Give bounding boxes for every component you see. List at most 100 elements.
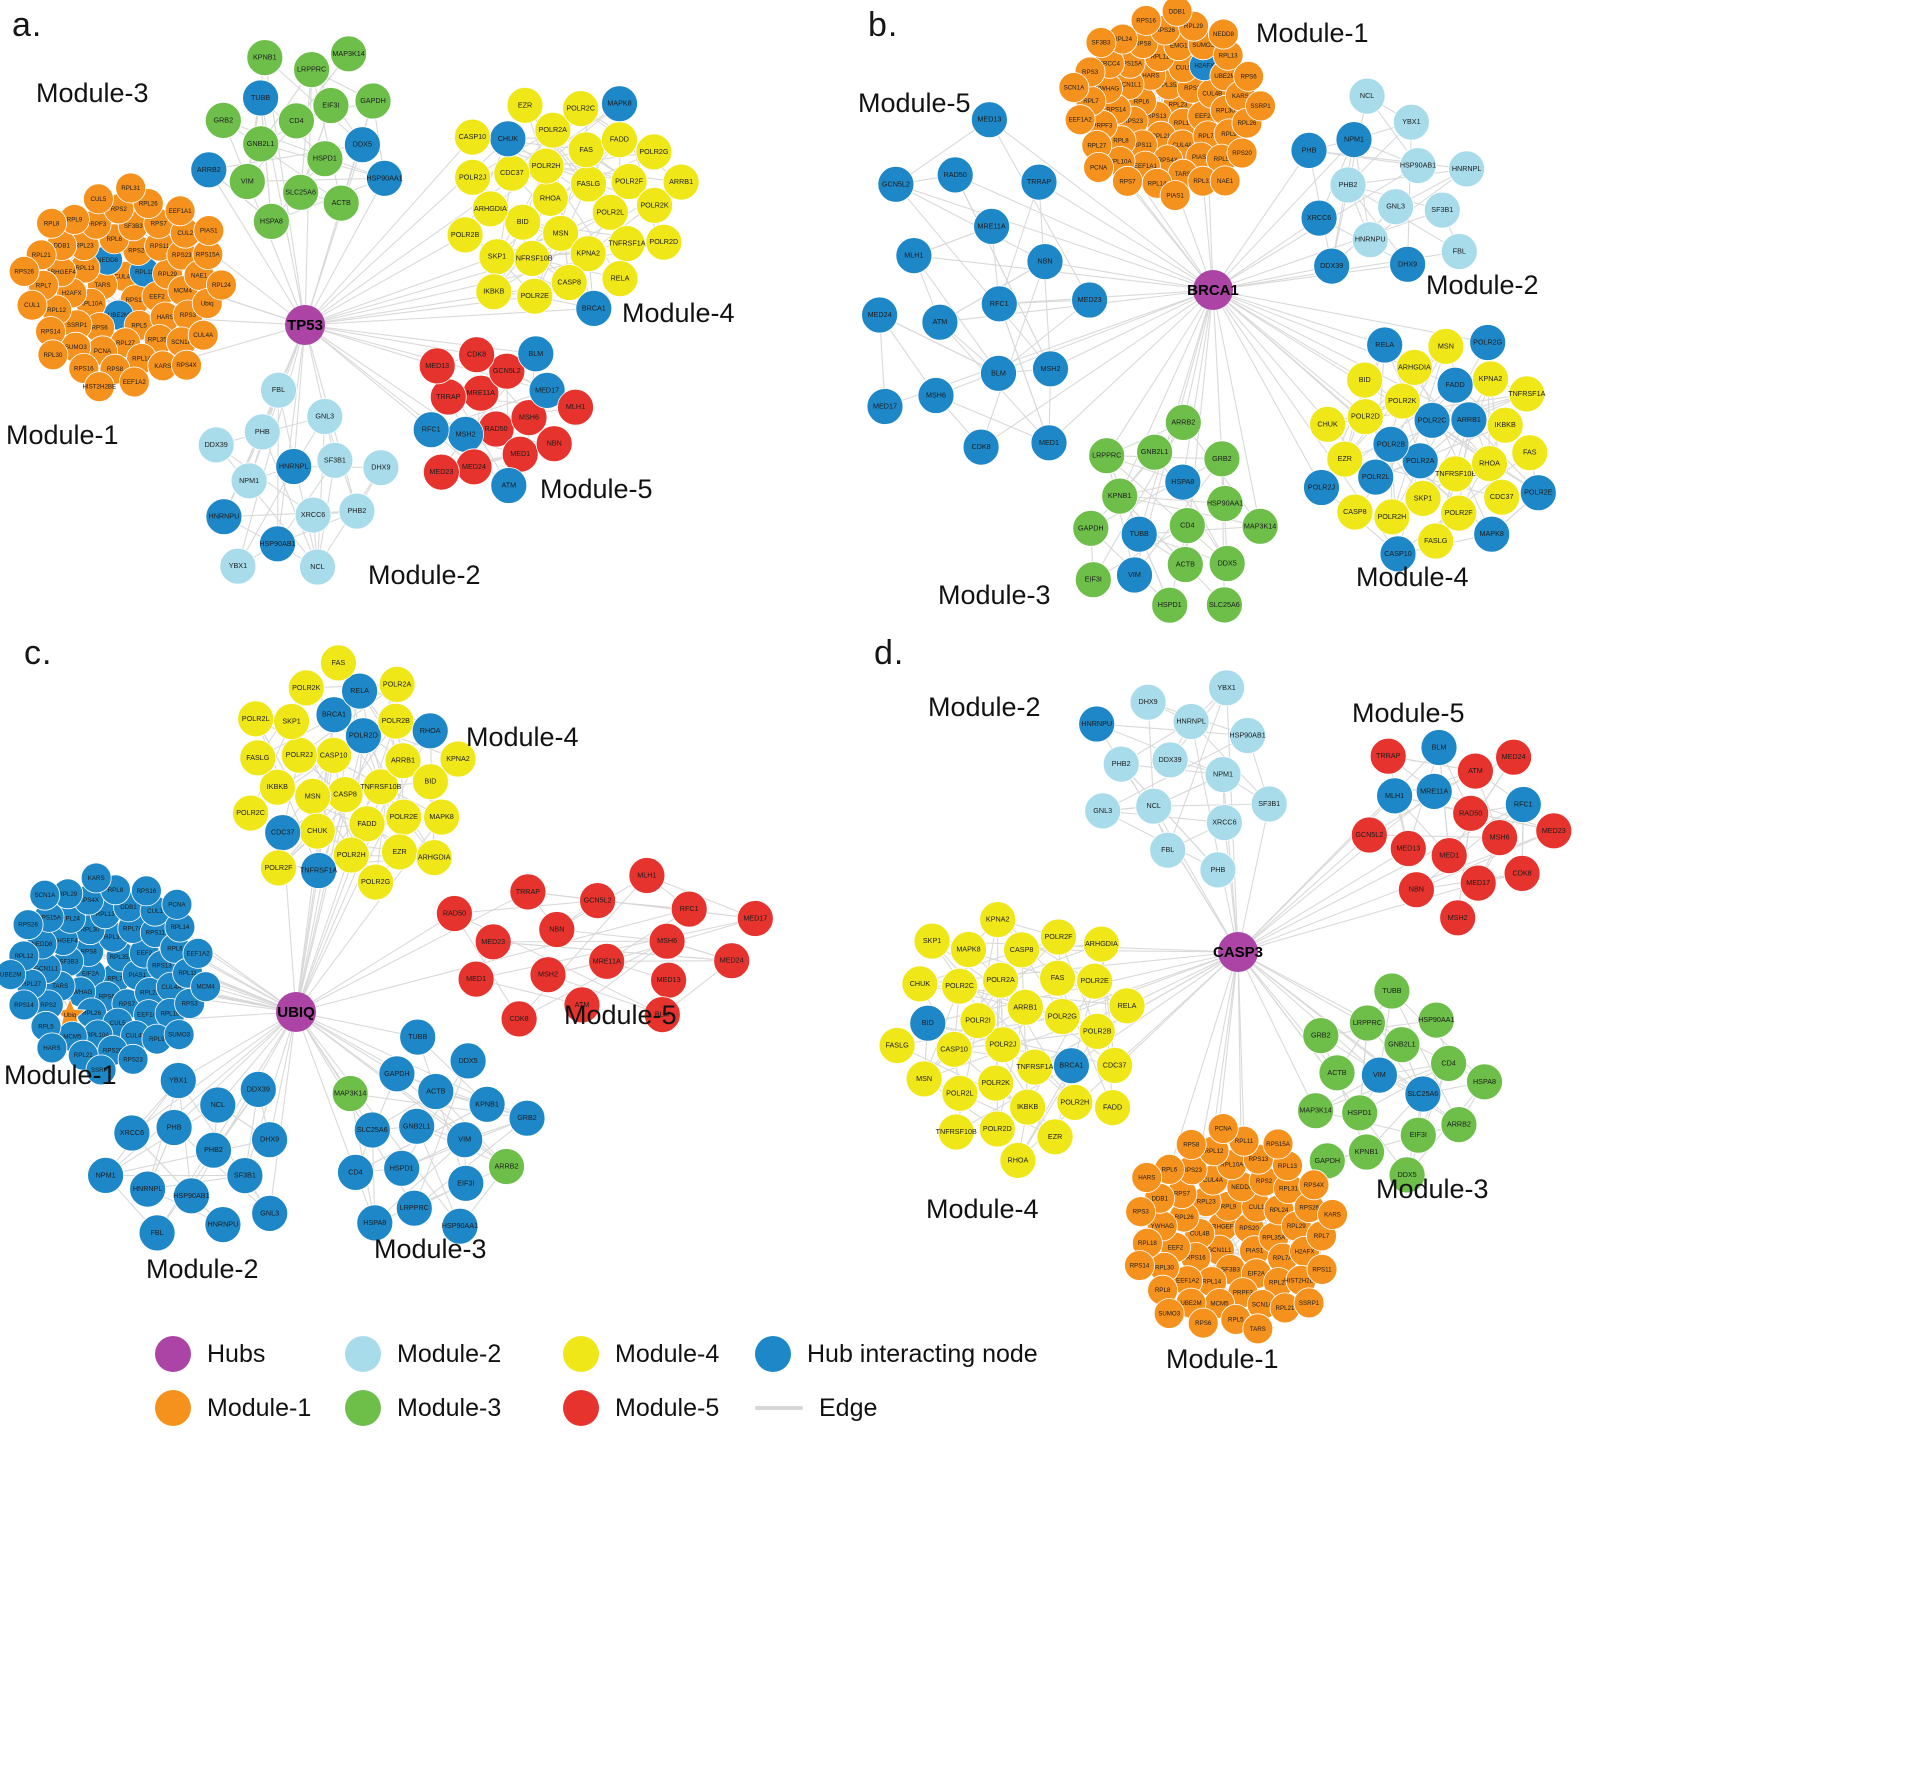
module-3-swatch-icon (345, 1390, 381, 1426)
node-circle (446, 1121, 484, 1159)
node-CASP10: CASP10 (453, 118, 491, 156)
node-HSP90AA1: HSP90AA1 (1417, 1001, 1455, 1039)
node-POLR2G: POLR2G (1043, 998, 1081, 1035)
node-circle (439, 740, 477, 778)
node-circle (378, 666, 416, 703)
node-MAPK8: MAPK8 (601, 85, 638, 123)
node-circle (1166, 546, 1204, 583)
node-circle (1404, 1075, 1442, 1113)
edge (954, 174, 1051, 370)
edge (980, 261, 1046, 448)
node-circle (453, 118, 491, 156)
node-circle (528, 371, 566, 409)
node-RELA: RELA (1366, 326, 1404, 364)
node-circle (475, 273, 513, 311)
node-circle (1300, 199, 1338, 237)
node-circle (973, 207, 1010, 245)
node-circle (1153, 1298, 1185, 1329)
node-circle (446, 216, 484, 254)
legend-item-module-4: Module-4 (563, 1336, 755, 1372)
node-circle (1439, 899, 1477, 937)
node-circle (280, 736, 318, 774)
node-circle (1298, 1169, 1330, 1201)
hub-edge (980, 289, 1214, 448)
node-CDC37: CDC37 (264, 814, 302, 851)
node-POLR2A: POLR2A (378, 666, 416, 703)
node-MCM4: MCM4 (190, 971, 222, 1003)
node-circle (1136, 433, 1173, 471)
node-FASLG: FASLG (1417, 522, 1455, 560)
node-circle (1361, 1056, 1398, 1094)
node-circle (1043, 998, 1081, 1035)
edge (431, 389, 548, 431)
node-EIF3I: EIF3I (1399, 1116, 1437, 1154)
node-GNB2L1: GNB2L1 (1383, 1026, 1421, 1064)
node-DHX9: DHX9 (251, 1121, 289, 1159)
node-FADD: FADD (1094, 1089, 1131, 1126)
node-MED13: MED13 (650, 961, 687, 999)
node-circle (478, 238, 516, 276)
node-circle (36, 1032, 68, 1064)
node-circle (1423, 191, 1461, 229)
node-circle (306, 398, 344, 435)
node-circle (118, 366, 150, 398)
node-circle (978, 1110, 1016, 1148)
node-NPM1: NPM1 (87, 1157, 124, 1194)
node-circle (1535, 812, 1573, 850)
node-RAD50: RAD50 (435, 895, 473, 932)
hub-edge (1212, 289, 1470, 421)
hub-label: CASP3 (1213, 944, 1263, 961)
node-BID: BID (504, 203, 542, 241)
hub-edge (1126, 951, 1239, 1007)
node-circle (1168, 507, 1206, 544)
node-circle (1101, 477, 1139, 515)
node-circle (1164, 463, 1202, 501)
hub-edge (1237, 848, 1409, 953)
node-KPNA2: KPNA2 (979, 901, 1017, 938)
node-RPS7: RPS7 (1112, 165, 1143, 197)
node-MSN: MSN (1427, 327, 1465, 365)
node-PHB: PHB (1290, 131, 1328, 169)
node-circle (415, 839, 453, 876)
node-circle (1083, 925, 1120, 963)
node-NAE1: NAE1 (1209, 165, 1241, 197)
node-GNL3: GNL3 (251, 1195, 289, 1232)
hub-edge (304, 324, 432, 431)
node-circle (1413, 401, 1451, 439)
node-circle (1149, 831, 1187, 869)
node-circle (506, 86, 544, 124)
hub-edge (304, 324, 536, 355)
node-circle (1076, 962, 1113, 1000)
node-circle (362, 449, 400, 487)
node-GNL3: GNL3 (1084, 792, 1122, 830)
node-MED24: MED24 (713, 942, 751, 980)
node-circle (219, 547, 257, 585)
node-circle (1072, 509, 1110, 547)
node-circle (1373, 972, 1411, 1010)
node-circle (1053, 1047, 1090, 1085)
node-SF3B3: SF3B3 (1085, 27, 1117, 58)
node-NCL: NCL (299, 548, 336, 586)
hub-edge (217, 1011, 297, 1106)
node-CDK8: CDK8 (458, 336, 496, 374)
hub-edge (1119, 289, 1214, 497)
hub-edge (1062, 951, 1239, 1018)
node-MED23: MED23 (1535, 812, 1573, 850)
node-BLM: BLM (1420, 729, 1458, 766)
node-BID: BID (1346, 361, 1384, 399)
edge (1406, 1063, 1450, 1176)
node-BRCA1: BRCA1 (575, 289, 613, 327)
node-circle (1457, 752, 1494, 790)
node-PHB2: PHB2 (195, 1131, 232, 1169)
node-RPL31: RPL31 (115, 172, 147, 204)
edge (1308, 149, 1467, 170)
node-KPNB1: KPNB1 (246, 39, 284, 76)
node-HNRNPL: HNRNPL (1448, 150, 1485, 188)
node-POLR2L: POLR2L (941, 1074, 979, 1112)
node-circle (239, 739, 277, 777)
node-circle (601, 121, 638, 159)
node-circle (129, 1170, 167, 1208)
edge (413, 1060, 469, 1209)
node-circle (1396, 348, 1433, 386)
node-SLC25A6: SLC25A6 (1206, 586, 1243, 624)
